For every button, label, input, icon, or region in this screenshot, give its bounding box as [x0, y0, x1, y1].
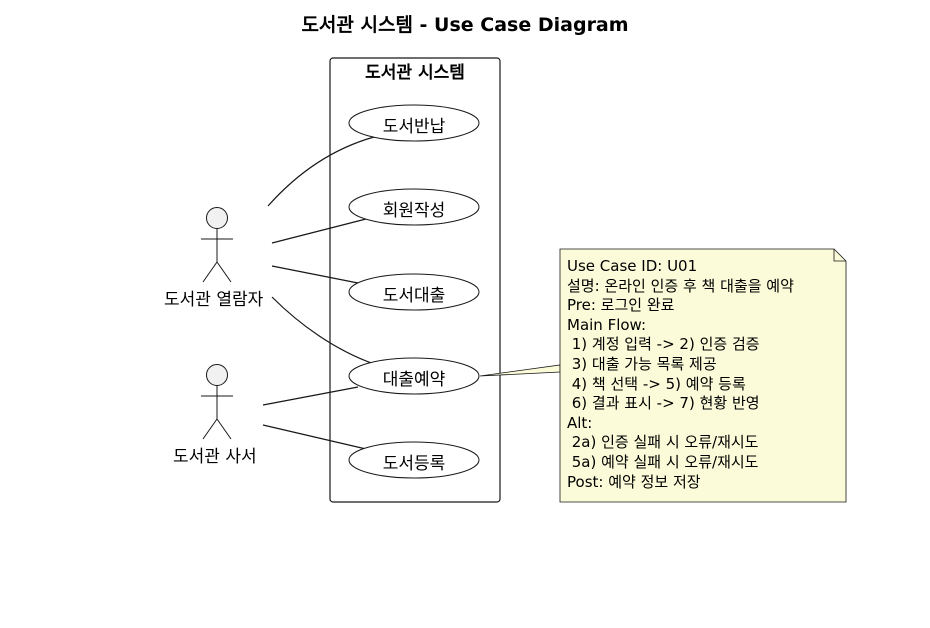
note-line: 설명: 온라인 인증 후 책 대출을 예약 — [567, 276, 794, 295]
use-case-return-label: 도서반납 — [382, 117, 446, 137]
note-line: Main Flow: — [567, 315, 647, 334]
actor-visitor-icon[interactable] — [201, 207, 233, 283]
use-case-register-member[interactable] — [348, 188, 480, 226]
note-line: 6) 결과 표시 -> 7) 현황 반영 — [567, 394, 760, 413]
system-title: 도서관 시스템 — [365, 63, 465, 83]
assoc-visitor-register-member — [271, 218, 367, 244]
note-line: Pre: 로그인 완료 — [567, 296, 675, 315]
note-line: Use Case ID: U01 — [567, 257, 698, 275]
note-line: 3) 대출 가능 목록 제공 — [567, 354, 717, 373]
system-boundary — [329, 57, 501, 503]
note-line: Alt: — [567, 413, 593, 432]
note-line: Post: 예약 정보 저장 — [567, 472, 701, 491]
note-line: 1) 계정 입력 -> 2) 인증 검증 — [567, 335, 760, 354]
assoc-librarian-register-book — [262, 424, 367, 450]
actor-librarian-icon[interactable] — [201, 364, 233, 440]
note-line: 2a) 인증 실패 시 오류/재시도 — [567, 433, 759, 452]
use-case-reserve[interactable] — [348, 357, 480, 395]
diagram-title: 도서관 시스템 - Use Case Diagram — [301, 14, 629, 36]
use-case-reserve-label: 대출예약 — [382, 370, 446, 390]
assoc-visitor-reserve — [271, 296, 375, 365]
note-line: 4) 책 선택 -> 5) 예약 등록 — [567, 374, 746, 393]
actor-librarian-label: 도서관 사서 — [173, 447, 257, 467]
assoc-visitor-loan — [271, 265, 359, 284]
note-line: 5a) 예약 실패 시 오류/재시도 — [567, 452, 759, 471]
use-case-register-member-label: 회원작성 — [382, 201, 446, 221]
note-box — [559, 248, 847, 503]
assoc-visitor-return — [267, 136, 375, 207]
use-case-loan-label: 도서대출 — [382, 286, 446, 306]
assoc-librarian-reserve — [262, 386, 359, 406]
actor-visitor-label: 도서관 열람자 — [164, 290, 264, 310]
use-case-register-book[interactable] — [348, 441, 480, 479]
use-case-register-book-label: 도서등록 — [382, 454, 446, 474]
use-case-loan[interactable] — [348, 273, 480, 311]
note-connector — [479, 364, 561, 377]
use-case-return[interactable] — [348, 104, 480, 142]
